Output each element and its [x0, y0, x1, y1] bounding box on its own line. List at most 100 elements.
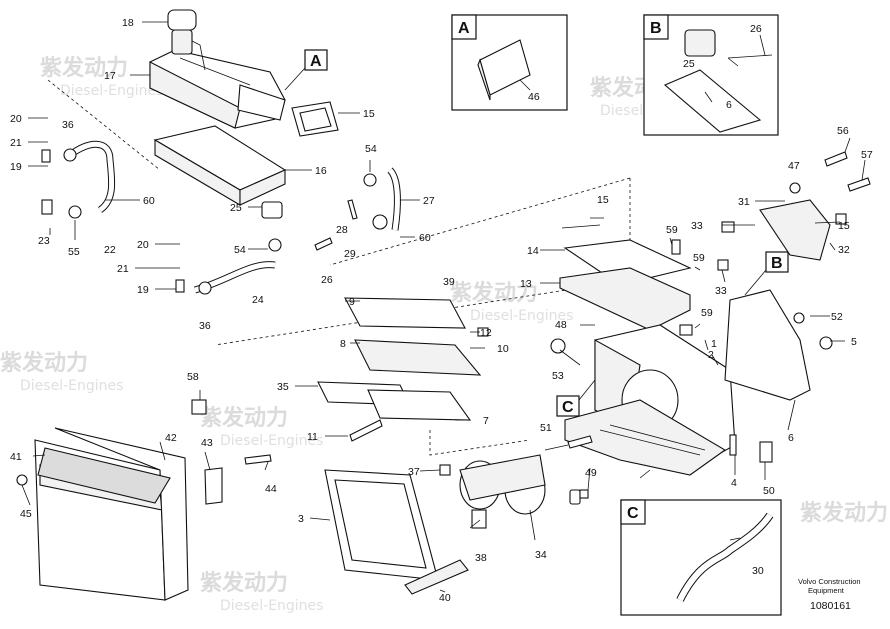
filter-tray	[559, 267, 691, 331]
part-number-label: 57	[861, 149, 873, 161]
screw	[244, 454, 272, 465]
clip	[471, 509, 487, 529]
screw	[314, 237, 333, 251]
part-number-label: 48	[555, 319, 567, 331]
screw	[347, 199, 358, 220]
heater-core	[153, 125, 287, 206]
water-valve	[261, 201, 283, 219]
callout-a-label: A	[310, 53, 322, 70]
part-number-label: 59	[666, 224, 678, 236]
watermark-text: Diesel-Engines	[220, 598, 323, 614]
part-number-label: 40	[439, 592, 451, 604]
part-number-label: 9	[349, 296, 355, 308]
clip	[717, 259, 729, 271]
callout-a	[304, 49, 328, 71]
pin	[729, 434, 737, 456]
hose-clamp	[68, 205, 82, 219]
seal-strip	[404, 559, 469, 595]
part-number-label: 18	[122, 17, 134, 29]
part-number-label: 44	[265, 483, 277, 495]
footer-subtitle: Equipment	[808, 586, 845, 595]
part-number-label: 36	[199, 320, 211, 332]
part-number-label: 7	[483, 415, 489, 427]
clip	[671, 239, 681, 255]
part-number-label: 33	[715, 285, 727, 297]
part-number-label: 10	[497, 343, 509, 355]
bracket-detail	[663, 69, 762, 133]
watermark-text: 紫发动力	[40, 55, 128, 81]
part-number-label: 17	[104, 70, 116, 82]
detail-box-b-tag	[643, 14, 669, 40]
part-number-label: 25	[230, 202, 242, 214]
screw	[824, 151, 848, 167]
screw-head	[793, 312, 805, 324]
watermark-text: 紫发动力	[200, 405, 288, 431]
part-number-label: 50	[763, 485, 775, 497]
part-number-label: 56	[837, 125, 849, 137]
leader-lines	[21, 21, 866, 593]
part-number-label: 47	[788, 160, 800, 172]
part-number-label: 52	[831, 311, 843, 323]
part-number-label: 5	[851, 336, 857, 348]
watermark-text: Diesel-Engines	[220, 433, 323, 449]
part-number-label: 22	[104, 244, 116, 256]
part-number-label: 30	[752, 565, 764, 577]
part-number-label: 37	[408, 466, 420, 478]
part-number-label: 54	[365, 143, 377, 155]
watermark-text: 紫发动力	[0, 350, 88, 376]
part-number-label: 23	[38, 235, 50, 247]
valve-actuator	[684, 29, 716, 57]
blower-fan	[459, 454, 581, 515]
part-number-label: 21	[10, 137, 22, 149]
hose-clamp	[63, 148, 77, 162]
watermark-text: 紫发动力	[200, 570, 288, 596]
part-number-label: 39	[443, 276, 455, 288]
part-number-label: 20	[10, 113, 22, 125]
detail-tag-c: C	[627, 505, 639, 522]
fitting	[175, 279, 185, 293]
callout-b	[765, 251, 789, 273]
part-number-label: 58	[187, 371, 199, 383]
part-number-label: 49	[585, 467, 597, 479]
callout-b-label: B	[771, 255, 783, 272]
part-number-label: 42	[165, 432, 177, 444]
part-number-label: 36	[62, 119, 74, 131]
part-number-label: 54	[234, 244, 246, 256]
part-number-label: 8	[340, 338, 346, 350]
clip	[721, 221, 735, 233]
watermark-text: Diesel-Engines	[470, 308, 573, 324]
callout-c-label: C	[562, 399, 574, 416]
screw	[847, 177, 871, 192]
part-number-label: 27	[423, 195, 435, 207]
hose-clamp	[268, 238, 282, 252]
bracket-small	[204, 467, 223, 505]
part-number-label: 19	[10, 161, 22, 173]
part-number-label: 1	[711, 338, 717, 350]
filler-cap	[167, 9, 197, 31]
detail-box-c	[620, 499, 782, 616]
part-number-label: 31	[738, 196, 750, 208]
part-number-label: 15	[363, 108, 375, 120]
part-number-label: 55	[68, 246, 80, 258]
part-number-label: 6	[788, 432, 794, 444]
footer-id: 1080161	[810, 600, 851, 612]
part-number-label: 2	[708, 349, 714, 361]
part-number-label: 21	[117, 263, 129, 275]
front-cover	[34, 427, 189, 601]
hose-clamp	[198, 281, 212, 295]
part-number-label: 26	[750, 23, 762, 35]
bracket	[724, 289, 811, 401]
bracket-upper	[759, 199, 831, 261]
fitting	[41, 199, 53, 215]
dashed-boundary	[329, 177, 631, 266]
part-number-label: 4	[731, 477, 737, 489]
filler-neck	[171, 29, 193, 55]
fitting	[41, 149, 51, 163]
watermark-text: Diesel-Engines	[20, 378, 123, 394]
clip	[439, 464, 451, 476]
part-number-label: 60	[143, 195, 155, 207]
detail-box-a-tag	[451, 14, 477, 40]
clip	[191, 399, 207, 415]
screw-head	[789, 182, 801, 194]
